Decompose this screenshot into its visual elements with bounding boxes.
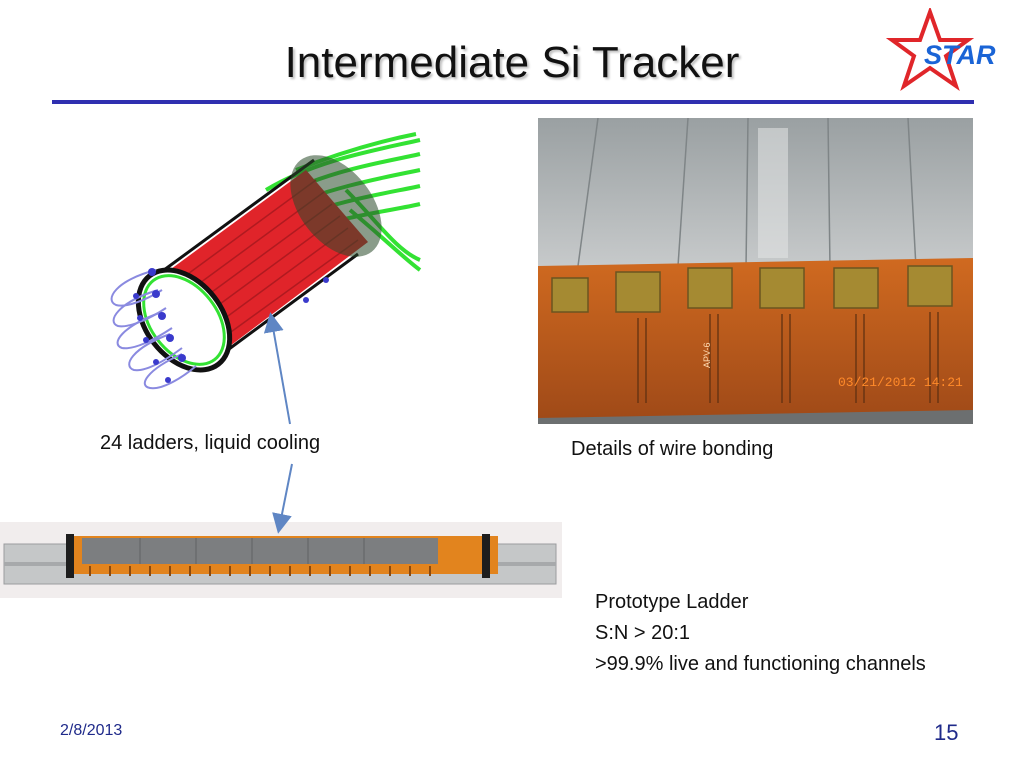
silicon-sensors — [538, 118, 973, 268]
slide-title: Intermediate Si Tracker — [284, 38, 740, 87]
slide-date: 2/8/2013 — [60, 722, 123, 739]
prototype-ladder-photo — [0, 522, 562, 598]
prototype-line-3: >99.9% live and functioning channels — [595, 653, 926, 675]
readout-chips — [551, 265, 953, 313]
cooling-connectors — [133, 268, 329, 383]
title-underline — [52, 100, 974, 104]
prototype-line-2: S:N > 20:1 — [595, 622, 691, 644]
barrel-caption: 24 ladders, liquid cooling — [100, 432, 321, 454]
barrel-diagram — [110, 132, 422, 390]
prototype-line-1: Prototype Ladder — [595, 591, 749, 613]
star-outline-icon — [886, 8, 975, 92]
arrow-to-ladder — [272, 463, 293, 534]
prototype-notes: Prototype Ladder S:N > 20:1 >99.9% live … — [595, 587, 926, 680]
star-logo — [886, 8, 975, 92]
wire-bonding-photo: APV-6 03/21/2012 14:21 — [538, 118, 973, 424]
wire-bonding-caption: Details of wire bonding — [571, 438, 774, 460]
chip-label: APV-6 — [702, 342, 712, 368]
cooling-tubes-front — [110, 269, 197, 390]
photo-timestamp: 03/21/2012 14:21 — [838, 375, 963, 390]
ladder-barrel — [135, 155, 382, 373]
star-logo-text: STAR — [924, 40, 996, 70]
slide-number: 15 — [934, 720, 959, 745]
